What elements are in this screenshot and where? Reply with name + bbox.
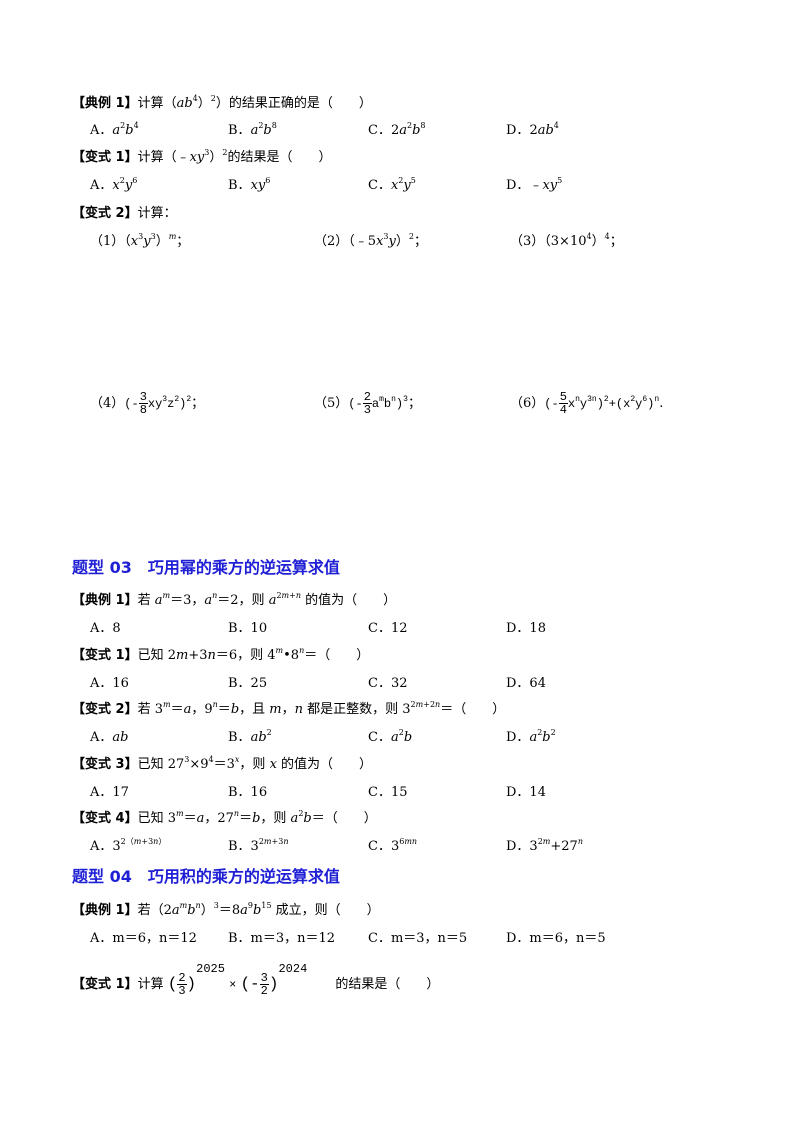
option-b: B．32m+3n	[228, 836, 289, 854]
section-title-03: 题型 03 巧用幂的乘方的逆运算求值	[72, 558, 340, 577]
variant-1-question: 【变式 1】已知 2m+3n＝6，则 4m•8n＝（ ）	[72, 645, 370, 663]
option-d: D．32m+27n	[506, 836, 583, 854]
example-1-question: 【典例 1】计算（ab4）2）的结果正确的是（ ）	[72, 93, 372, 111]
option-c: C．2a2b8	[368, 120, 426, 138]
subproblem-2: （2）（﹣5x3y）2；	[314, 231, 427, 249]
variant-4-question: 【变式 4】已知 3m＝a，27n＝b，则 a2b＝（ ）	[72, 808, 377, 826]
subproblem-3: （3）（3×104）4；	[510, 231, 623, 249]
option-c: C．36mn	[368, 836, 418, 854]
option-b: B．a2b8	[228, 120, 277, 138]
option-b: B．16	[228, 785, 268, 800]
example-1-question: 【典例 1】若（2ambn）3＝8a9b15 成立，则（ ）	[72, 900, 380, 918]
option-c: C．x2y5	[368, 175, 416, 193]
option-a: A．17	[90, 785, 129, 800]
example-1-question: 【典例 1】若 am＝3，an＝2，则 a2m+n 的值为（ ）	[72, 590, 397, 608]
option-c: C．15	[368, 785, 408, 800]
option-b: B．m＝3，n＝12	[228, 931, 336, 946]
option-a: A．ab	[90, 730, 129, 745]
option-c: C．a2b	[368, 727, 413, 745]
option-a: A．m＝6，n＝12	[90, 931, 197, 946]
variant-2-question: 【变式 2】计算：	[72, 206, 177, 221]
option-a: A．8	[90, 621, 121, 636]
option-d: D．18	[506, 621, 546, 636]
option-d: D．﹣xy5	[506, 175, 563, 193]
option-a: A．a2b4	[90, 120, 139, 138]
option-b: B．xy6	[228, 175, 271, 193]
variant-3-question: 【变式 3】已知 273×94＝3x，则 x 的值为（ ）	[72, 754, 373, 772]
section-title-04: 题型 04 巧用积的乘方的逆运算求值	[72, 867, 340, 886]
example-label: 【典例 1】	[72, 96, 138, 111]
option-d: D．a2b2	[506, 727, 556, 745]
variant-1-question: 【变式 1】计算（﹣xy3）2的结果是（ ）	[72, 147, 332, 165]
option-c: C．12	[368, 621, 408, 636]
option-c: C．32	[368, 676, 408, 691]
option-d: D．m＝6，n＝5	[506, 931, 606, 946]
option-a: A．16	[90, 676, 129, 691]
option-a: A．x2y6	[90, 175, 138, 193]
option-b: B．25	[228, 676, 268, 691]
option-b: B．10	[228, 621, 268, 636]
option-d: D．64	[506, 676, 546, 691]
option-a: A．32（m+3n）	[90, 836, 167, 854]
variant-2-question: 【变式 2】若 3m＝a，9n＝b，且 m，n 都是正整数，则 32m+2n＝（…	[72, 699, 506, 717]
option-c: C．m＝3，n＝5	[368, 931, 468, 946]
option-b: B．ab2	[228, 727, 272, 745]
option-d: D．2ab4	[506, 120, 559, 138]
subproblem-1: （1）（x3y3）m；	[90, 231, 190, 249]
option-d: D．14	[506, 785, 546, 800]
